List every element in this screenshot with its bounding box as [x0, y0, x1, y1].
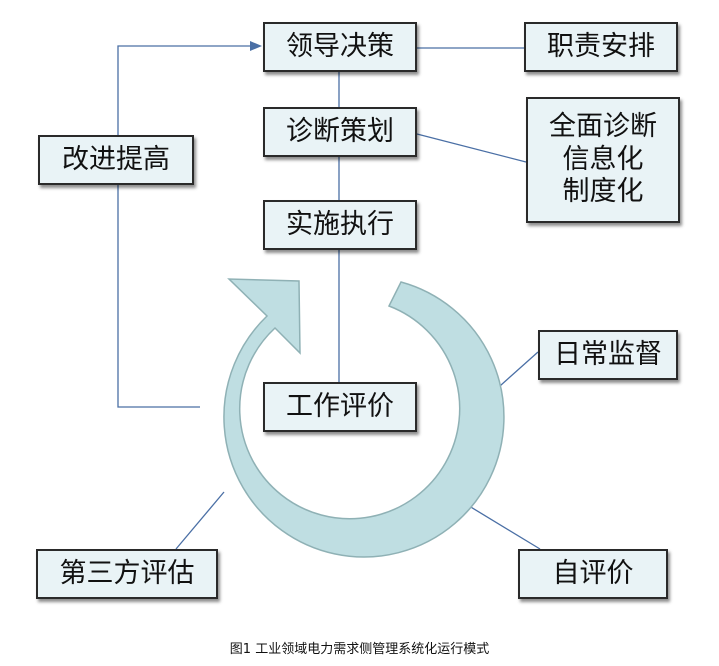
improvement-box: 改进提高 [38, 135, 194, 185]
work-evaluation-box: 工作评价 [263, 382, 417, 432]
cycle-arrow [223, 278, 505, 558]
connector-improvement-loop [117, 45, 252, 408]
diagnosis-planning-box: 诊断策划 [263, 107, 417, 157]
diagnosis-informatization-line-2: 信息化 [562, 143, 644, 175]
arrowhead-to-decision [250, 41, 262, 51]
implementation-box: 实施执行 [263, 200, 417, 250]
improvement-label: 改进提高 [62, 143, 170, 175]
duty-arrangement-box: 职责安排 [524, 22, 678, 72]
diagnosis-informatization-box: 全面诊断 信息化 制度化 [526, 97, 680, 223]
third-party-evaluation-label: 第三方评估 [59, 557, 195, 589]
leadership-decision-box: 领导决策 [263, 22, 417, 72]
diagnosis-planning-label: 诊断策划 [286, 115, 394, 147]
duty-arrangement-label: 职责安排 [547, 30, 655, 62]
figure-caption: 图1 工业领域电力需求侧管理系统化运行模式 [229, 642, 490, 657]
implementation-label: 实施执行 [286, 208, 394, 240]
connector-planning-informatization [416, 133, 527, 163]
diagnosis-informatization-line-1: 全面诊断 [549, 111, 657, 143]
daily-supervision-box: 日常监督 [538, 330, 678, 380]
self-evaluation-box: 自评价 [518, 549, 668, 599]
diagnosis-informatization-line-3: 制度化 [562, 176, 644, 208]
daily-supervision-label: 日常监督 [554, 338, 662, 370]
third-party-evaluation-box: 第三方评估 [36, 549, 218, 599]
work-evaluation-label: 工作评价 [286, 390, 394, 422]
leadership-decision-label: 领导决策 [286, 30, 394, 62]
self-evaluation-label: 自评价 [552, 557, 634, 589]
connector-third-party [175, 491, 225, 550]
